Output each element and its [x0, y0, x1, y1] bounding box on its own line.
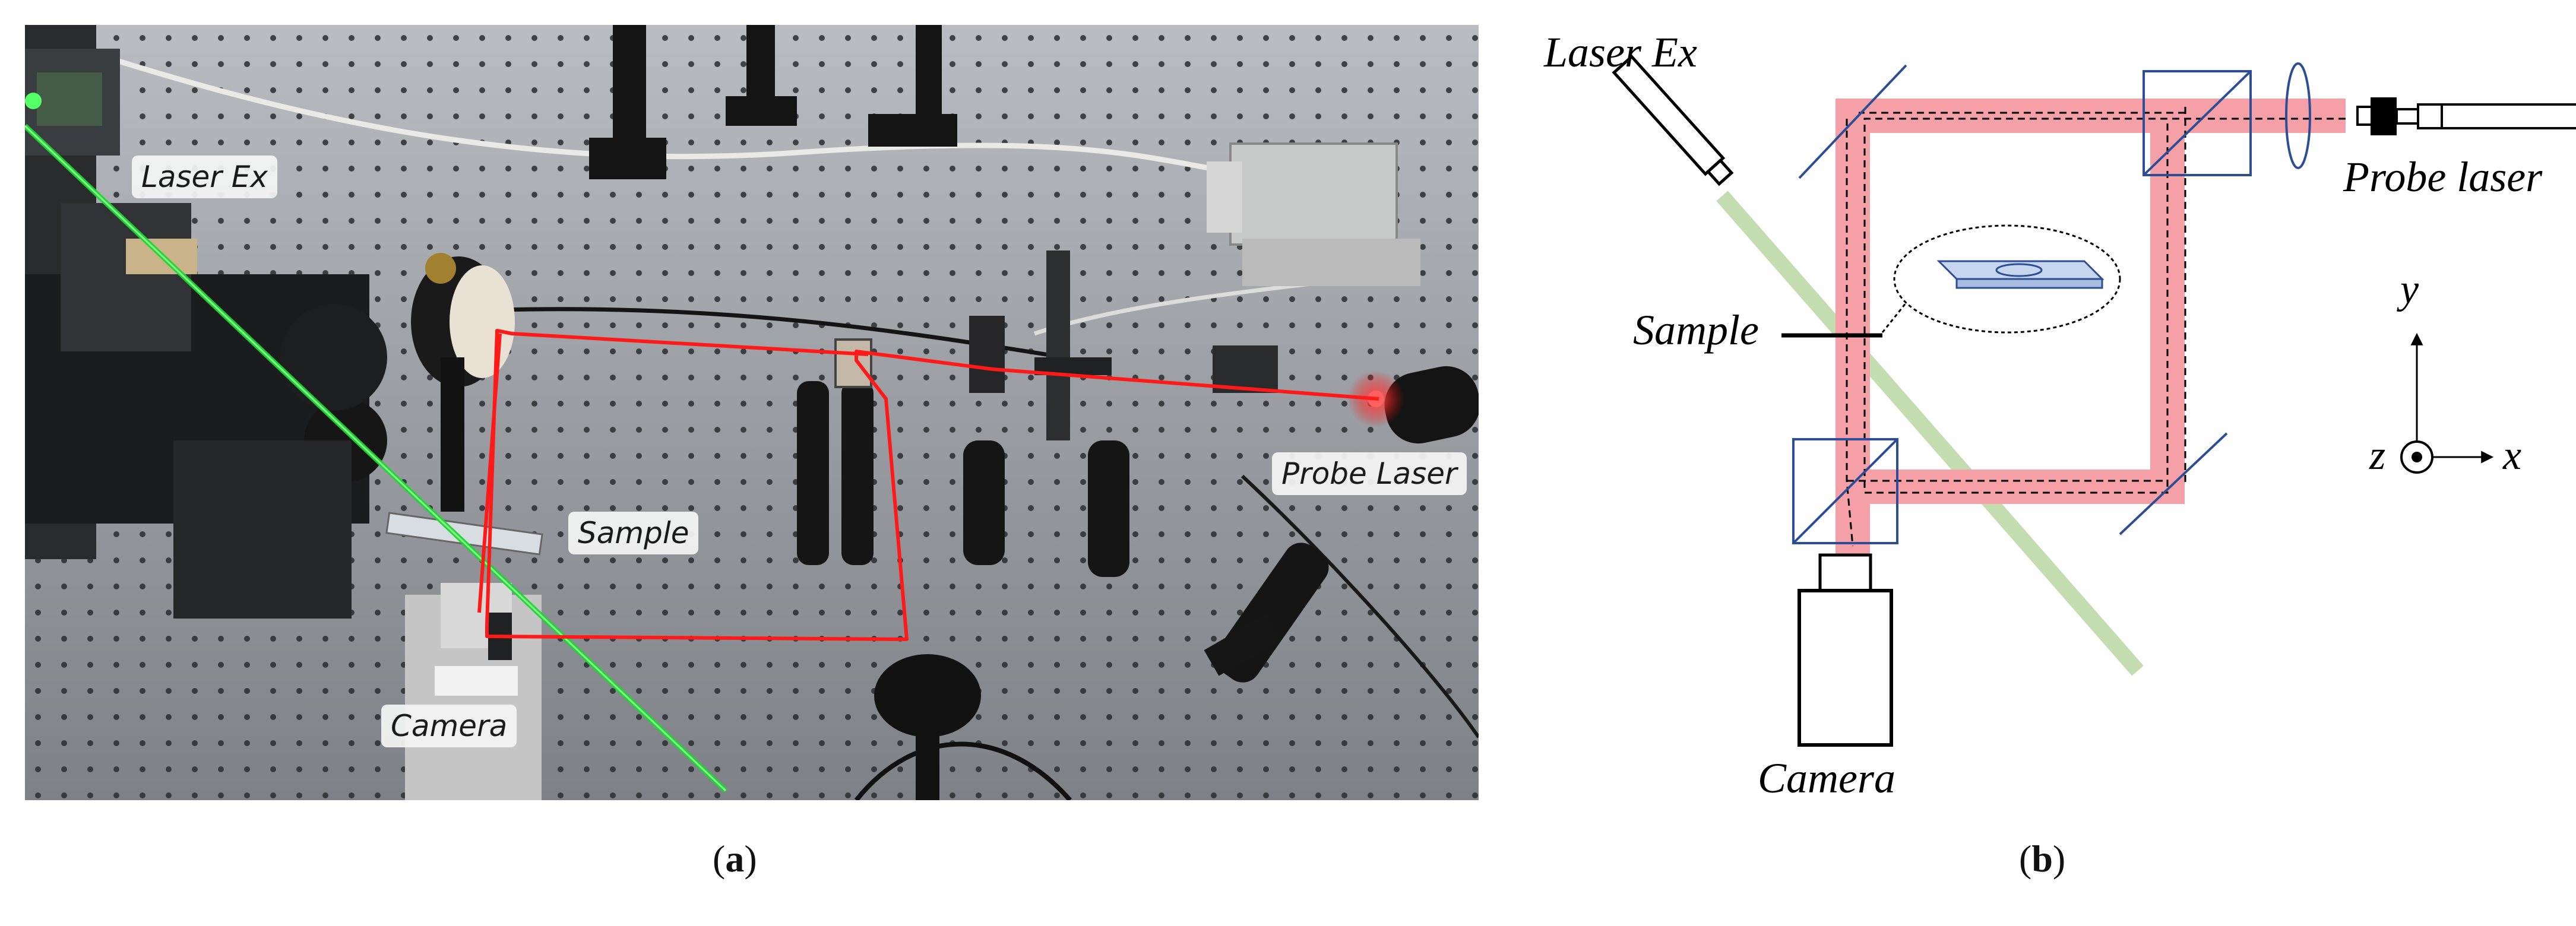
z-axis-dot [2412, 452, 2422, 462]
black-cable-2 [1240, 474, 1479, 738]
diagram-label-probe-laser: Probe laser [2343, 153, 2543, 201]
probe-laser-body [1213, 345, 1479, 444]
photo-label-laser-ex: Laser Ex [132, 156, 277, 198]
camera-diagram [1797, 553, 1893, 747]
caption-a-letter: a [725, 838, 745, 880]
axis-label-x: x [2502, 433, 2521, 478]
axis-label-y: y [2397, 267, 2419, 312]
excitation-beam-glow [25, 125, 727, 792]
green-laser-source [25, 93, 42, 109]
probe-beam-photo [485, 329, 1379, 641]
lower-mount [874, 614, 1281, 800]
diagram-label-camera: Camera [1758, 754, 1895, 802]
caption-a: (a) [713, 838, 757, 880]
camera-body-photo [405, 583, 542, 800]
axis-label-z: z [2369, 433, 2385, 478]
beam-splitter-photo [834, 250, 1112, 440]
photo-label-probe-laser: Probe Laser [1272, 452, 1467, 495]
black-cable-3 [854, 741, 1072, 800]
white-cable [59, 40, 1243, 176]
panel-a-photo: Laser Ex Sample Probe Laser Camera [25, 25, 1479, 800]
photo-label-camera: Camera [381, 705, 517, 747]
caption-b-letter: b [2031, 838, 2053, 880]
mirror-bottom-right [2119, 432, 2228, 535]
diagram-label-laser-ex: Laser Ex [1543, 28, 1697, 76]
laser-ex-source [1612, 54, 1734, 186]
caption-b: (b) [2019, 838, 2066, 880]
background-posts [589, 25, 957, 179]
beam-splitter-bottom [1792, 438, 1898, 544]
power-box [1207, 142, 1420, 286]
panel-b-schematic: Laser Ex Probe laser Sample [1543, 28, 2576, 802]
beam-splitter-top [2143, 70, 2252, 176]
coordinate-axes: y x z [2369, 267, 2521, 478]
probe-laser-source [2356, 97, 2576, 135]
sample-callout [1881, 224, 2121, 334]
photo-label-sample: Sample [568, 512, 699, 554]
mirror-top-left [1798, 64, 1907, 179]
excitation-beam-diagram [1716, 191, 2144, 676]
optical-table-photo [25, 25, 1479, 800]
diagram-label-sample: Sample [1633, 306, 1759, 354]
probe-beam-segment-camera [477, 333, 502, 613]
probe-beam-diagram [1836, 99, 2346, 564]
lens [2285, 62, 2311, 169]
probe-beam-centerline [1846, 107, 2346, 547]
